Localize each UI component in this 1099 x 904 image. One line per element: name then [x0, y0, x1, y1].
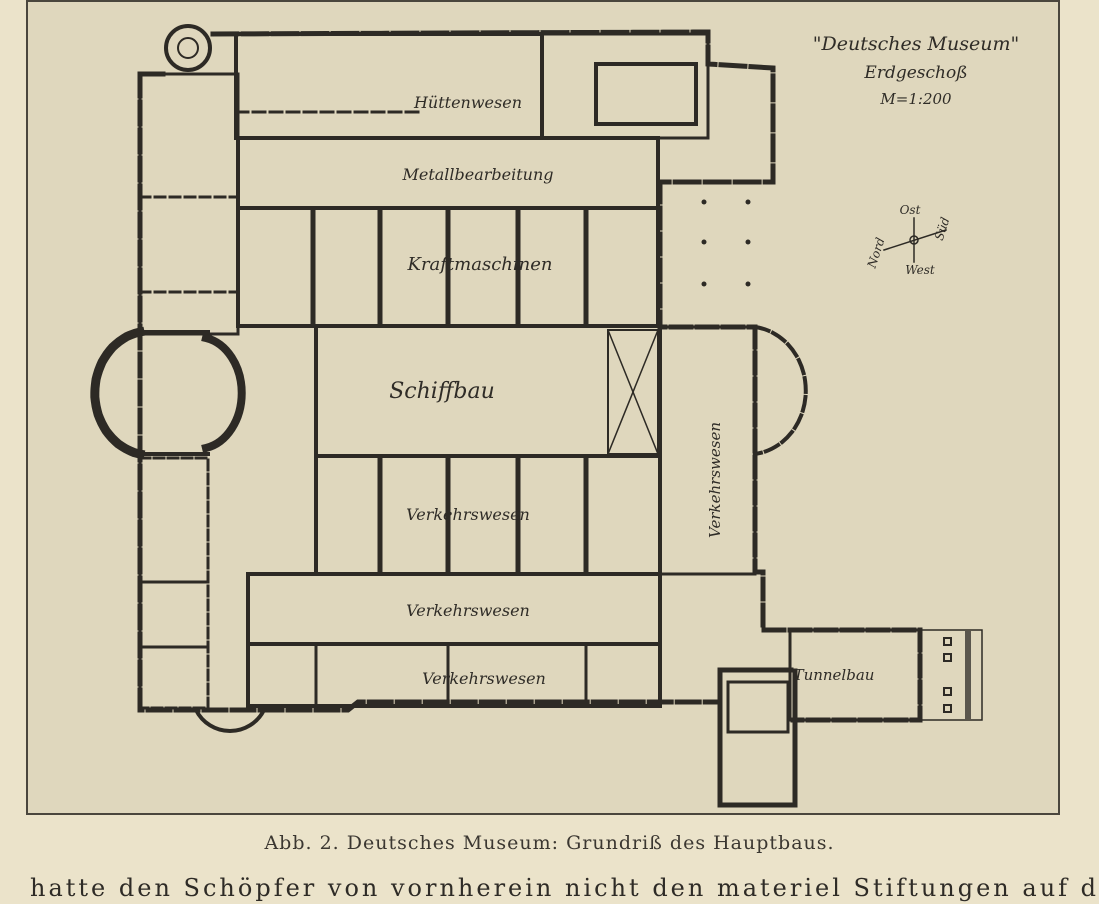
west-oval-apse [90, 326, 146, 460]
label-metallbearbeitung: Metallbearbeitung [401, 165, 553, 184]
east-apse [752, 324, 808, 457]
compass-rose-icon [883, 217, 947, 263]
tower-rotunda [164, 24, 212, 72]
figure-caption: Abb. 2. Deutsches Museum: Grundriß des H… [264, 832, 835, 854]
label-verkehrswesen-2: Verkehrswesen [406, 601, 530, 620]
hall-huettenwesen [234, 32, 544, 140]
south-entrance [717, 667, 798, 808]
plan-floor-label: Erdgeschoß [863, 63, 967, 83]
label-tunnelbau: Tunnelbau [794, 666, 875, 684]
compass-east: Süd [932, 215, 953, 242]
plan-scale-label: M=1:200 [879, 90, 952, 108]
compass-south: West [905, 263, 935, 277]
southwest-apse [193, 707, 267, 733]
label-verkehrswesen-vertical: Verkehrswesen [706, 422, 724, 538]
label-kraftmaschinen: Kraftmaschinen [407, 254, 553, 275]
plan-plate: "Deutsches Museum" Erdgeschoß M=1:200 Hü… [26, 0, 1060, 815]
compass-north: Ost [900, 203, 921, 217]
compass-west: Nord [864, 235, 887, 270]
hall-verkehrswesen-vertical [658, 325, 757, 576]
label-verkehrswesen-1: Verkehrswesen [406, 505, 530, 524]
label-schiffbau: Schiffbau [389, 379, 495, 404]
plan-title: "Deutsches Museum" [813, 33, 1019, 55]
floor-plan-drawing: "Deutsches Museum" Erdgeschoß M=1:200 Hü… [90, 24, 1019, 808]
body-text-line: hatte den Schöpfer von vornherein nicht … [30, 874, 1099, 902]
label-huettenwesen: Hüttenwesen [413, 93, 522, 112]
hall-verkehrswesen-3 [246, 642, 662, 708]
label-verkehrswesen-3: Verkehrswesen [422, 669, 546, 688]
